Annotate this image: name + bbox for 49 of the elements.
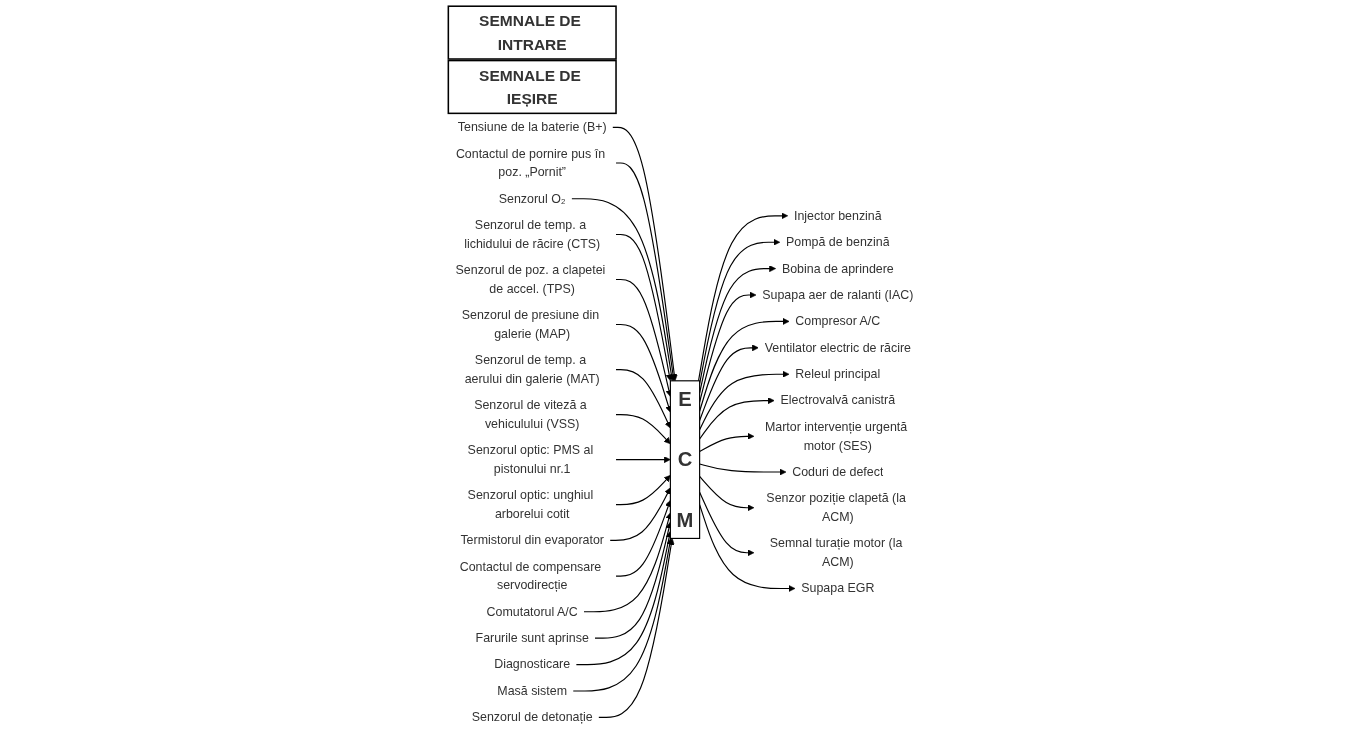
arrow [571, 198, 675, 382]
node-box: E C M [669, 380, 701, 539]
arrow [699, 463, 787, 476]
node-text: Supapa aer de ralanti (IAC) [762, 288, 914, 302]
node-text: Contactul de compensare servodirecție [459, 559, 602, 592]
node-text: Bobina de aprindere [781, 261, 894, 275]
node-text: Tensiune de la baterie (B+) [457, 120, 607, 134]
node-text: Senzorul de poz. a clapetei de accel. (TPS) [455, 263, 606, 296]
node-text: Supapa EGR [801, 581, 875, 595]
arrow [615, 368, 671, 429]
node-text: Compresor A/C [795, 314, 881, 328]
node-text: Senzorul de temp. a aerului din galerie (MAT) [464, 353, 600, 386]
arrow [609, 487, 671, 541]
arrow [697, 212, 789, 382]
arrow [699, 432, 755, 453]
node-text: Electrovalvă canistră [780, 393, 896, 407]
node-text: Senzorul de viteză a vehiculului (VSS) [474, 398, 587, 431]
node-text: Diagnosticare [494, 657, 571, 671]
node-box: SEMNALE DE INTRARE [447, 5, 617, 60]
node-text: Senzor poziție clapetă (la ACM) [766, 491, 906, 524]
arrow [615, 414, 671, 445]
node-text: Senzorul de detonație [471, 710, 593, 724]
node-text: Farurile sunt aprinse [475, 631, 589, 645]
arrow [615, 456, 671, 464]
node-text: Pompă de benzină [786, 235, 890, 249]
node-text: Senzorul de temp. a lichidului de răcire (CTS) [464, 218, 601, 250]
arrow [699, 475, 755, 512]
node-text: Masă sistem [497, 683, 568, 698]
node-text: Coduri de defect [792, 465, 884, 479]
arrow [572, 538, 674, 692]
node-text: Termistorul din evaporator [460, 533, 604, 547]
node-text: Injector benzină [793, 208, 882, 223]
arrow [612, 126, 678, 382]
node-box: SEMNALE DE IEȘIRE [447, 59, 617, 115]
node-text: Senzorul optic: PMS al pistonului nr.1 [467, 443, 594, 476]
arrow [615, 475, 671, 506]
node-text: Releul principal [795, 367, 881, 381]
arrow [699, 397, 775, 440]
arrow [615, 233, 673, 382]
node-text: Comutatorul A/C [486, 604, 578, 618]
node-text: Senzorul optic: unghiul arborelui cotit [467, 488, 594, 521]
node-text: Semnal turație motor (la ACM) [769, 536, 903, 569]
arrow [598, 538, 675, 718]
node-text: Senzorul de presiune din galerie (MAP) [461, 308, 600, 341]
node-text: Martor intervenție urgentă motor (SES) [764, 420, 908, 452]
node-text: Senzorul O₂ [498, 191, 566, 205]
arrow [615, 162, 677, 382]
node-text: Ventilator electric de răcire [764, 340, 911, 355]
node-text: Contactul de pornire pus în poz. „Pornit” [455, 146, 606, 179]
